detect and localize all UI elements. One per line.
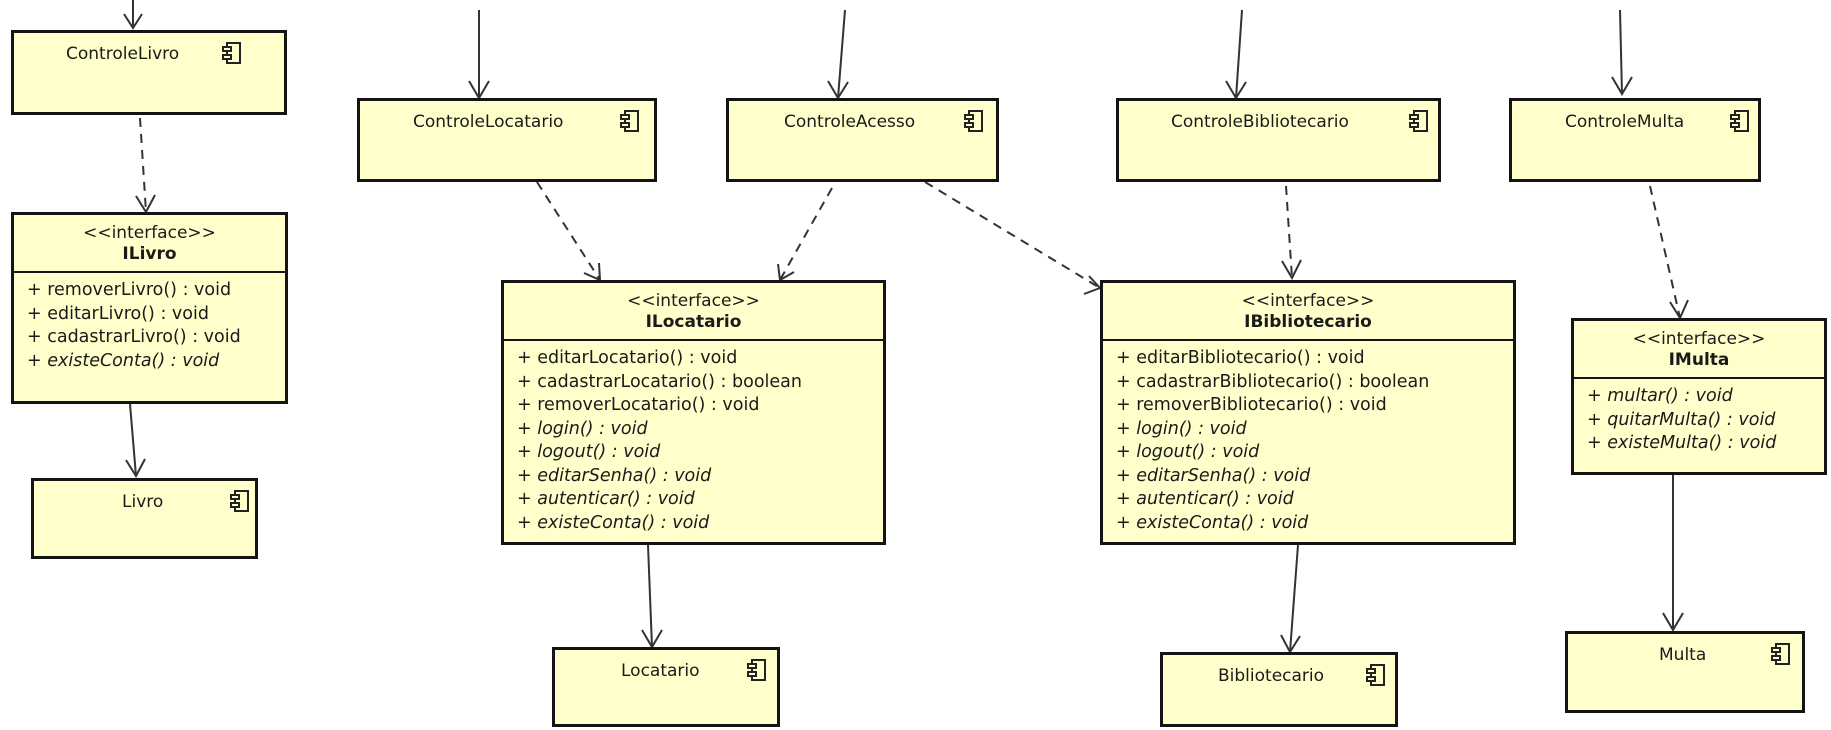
component-icon [747,659,766,681]
component-icon [964,110,983,132]
operations-list: + multar() : void + quitarMulta() : void… [1574,379,1824,456]
interface-stereotype: <<interface>> [1632,329,1766,349]
operation-abstract: + existeMulta() : void [1587,433,1777,453]
divider [1574,377,1824,379]
interface-stereotype: <<interface>> [627,291,760,311]
component-icon [1771,643,1790,665]
component-locatario[interactable]: Locatario [552,647,780,727]
interface-ilocatario[interactable]: <<interface>> ILocatario + editarLocatar… [501,280,886,545]
component-bibliotecario[interactable]: Bibliotecario [1160,652,1398,727]
component-name: Bibliotecario [1218,666,1325,686]
divider [504,339,883,341]
operation: + removerBibliotecario() : void [1116,395,1387,415]
component-controle-locatario[interactable]: ControleLocatario [357,98,657,182]
operation-abstract: + existeConta() : void [27,350,220,371]
interface-header: <<interface>> ILocatario [504,283,883,333]
operations-list: + editarBibliotecario() : void + cadastr… [1103,341,1513,535]
operation: + cadastrarLivro() : void [27,327,241,347]
operation-abstract: + editarSenha() : void [517,465,712,486]
interface-header: <<interface>> IBibliotecario [1103,283,1513,333]
component-name: Locatario [621,661,700,681]
interface-name: ILivro [122,244,177,264]
component-multa[interactable]: Multa [1565,631,1805,713]
operation: + removerLocatario() : void [517,395,760,415]
component-icon [620,110,639,132]
operation: + cadastrarLocatario() : boolean [517,371,802,392]
component-icon [1366,664,1385,686]
component-name: ControleLocatario [413,112,564,132]
operation-abstract: + quitarMulta() : void [1587,409,1776,430]
divider [1103,339,1513,341]
operation: + editarBibliotecario() : void [1116,348,1365,368]
interface-stereotype: <<interface>> [1241,291,1375,311]
operation-abstract: + autenticar() : void [517,489,695,509]
operation: + removerLivro() : void [27,280,232,300]
component-icon [230,490,249,512]
component-livro[interactable]: Livro [31,478,258,559]
interface-name: IMulta [1668,350,1730,370]
interface-ilivro[interactable]: <<interface>> ILivro + removerLivro() : … [11,212,288,404]
component-icon [1730,110,1749,132]
operation-abstract: + login() : void [1116,418,1247,439]
interface-header: <<interface>> ILivro [14,215,285,265]
operation: + editarLivro() : void [27,303,209,324]
interface-stereotype: <<interface>> [83,223,216,243]
component-name: ControleBibliotecario [1171,112,1349,132]
component-controle-acesso[interactable]: ControleAcesso [726,98,999,182]
operation: + cadastrarBibliotecario() : boolean [1116,371,1430,392]
operations-list: + removerLivro() : void + editarLivro() … [14,273,285,373]
component-controle-livro[interactable]: ControleLivro [11,30,287,115]
component-icon [222,42,241,64]
component-name: ControleAcesso [784,112,916,132]
component-name: Livro [122,492,164,512]
component-controle-bibliotecario[interactable]: ControleBibliotecario [1116,98,1441,182]
interface-header: <<interface>> IMulta [1574,321,1824,371]
component-name: ControleMulta [1565,112,1685,132]
operations-list: + editarLocatario() : void + cadastrarLo… [504,341,883,535]
component-icon [1409,110,1428,132]
operation-abstract: + multar() : void [1587,386,1733,406]
operation: + editarLocatario() : void [517,348,738,368]
operation-abstract: + logout() : void [1116,442,1260,462]
component-name: ControleLivro [66,44,180,64]
operation-abstract: + logout() : void [517,442,661,462]
interface-ibibliotecario[interactable]: <<interface>> IBibliotecario + editarBib… [1100,280,1516,545]
operation-abstract: + autenticar() : void [1116,489,1294,509]
interface-name: ILocatario [645,312,742,332]
component-controle-multa[interactable]: ControleMulta [1509,98,1761,182]
divider [14,271,285,273]
operation-abstract: + login() : void [517,418,648,439]
operation-abstract: + editarSenha() : void [1116,465,1311,486]
operation-abstract: + existeConta() : void [517,512,710,533]
component-name: Multa [1659,645,1707,665]
operation-abstract: + existeConta() : void [1116,512,1309,533]
interface-name: IBibliotecario [1244,312,1372,332]
interface-imulta[interactable]: <<interface>> IMulta + multar() : void +… [1571,318,1827,475]
